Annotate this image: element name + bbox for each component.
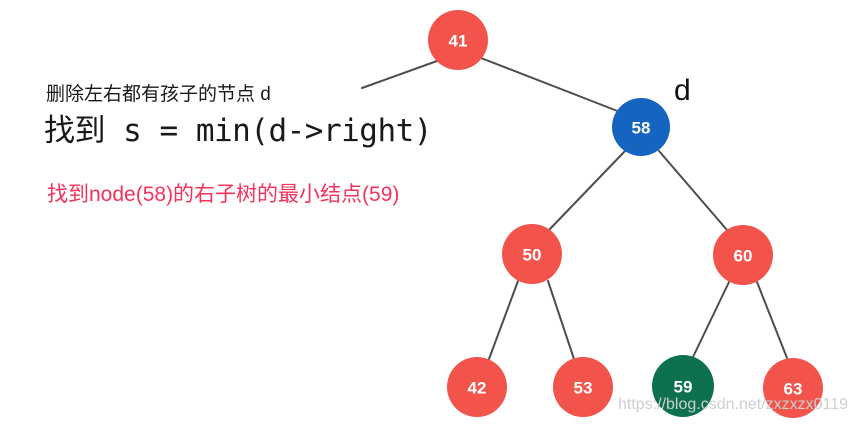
tree-edge-n41-n58 [480, 57, 621, 113]
tree-edge-n58-n50 [548, 150, 626, 231]
node-value-58: 58 [632, 119, 651, 138]
tree-edge-n58-n60 [658, 150, 728, 231]
node-circle-42[interactable] [447, 357, 507, 417]
node-circle-60[interactable] [713, 225, 773, 285]
tree-node-60[interactable]: 60 [713, 225, 773, 285]
tree-edge-n50-n53 [547, 280, 575, 360]
node-circle-59[interactable] [652, 355, 714, 417]
tree-edge-n41-stub-left [361, 60, 438, 89]
tree-edge-n60-n63 [756, 281, 788, 359]
node-value-42: 42 [468, 379, 487, 398]
tree-node-42[interactable]: 42 [447, 357, 507, 417]
tree-node-63[interactable]: 63 [763, 358, 823, 418]
node-circle-41[interactable] [428, 10, 488, 70]
node-value-59: 59 [674, 378, 693, 397]
tree-edge-n50-n42 [488, 280, 519, 360]
node-d-label: d [674, 74, 691, 107]
tree-node-58[interactable]: 58 [612, 98, 670, 156]
tree-node-53[interactable]: 53 [553, 357, 613, 417]
node-value-53: 53 [574, 379, 593, 398]
tree-edge-n60-n59 [692, 281, 730, 358]
tree-node-59[interactable]: 59 [652, 355, 714, 417]
node-value-60: 60 [734, 247, 753, 266]
node-value-41: 41 [449, 32, 468, 51]
node-circle-50[interactable] [502, 224, 562, 284]
annotation-delete-node: 删除左右都有孩子的节点 d [46, 84, 271, 105]
tree-node-50[interactable]: 50 [502, 224, 562, 284]
annotation-min-node-note: 找到node(58)的右子树的最小结点(59) [47, 183, 400, 206]
node-circle-58[interactable] [612, 98, 670, 156]
node-value-63: 63 [784, 380, 803, 399]
node-circle-63[interactable] [763, 358, 823, 418]
node-value-50: 50 [523, 246, 542, 265]
tree-nodes: 41 58 50 60 42 53 59 63 [428, 10, 823, 418]
tree-node-41[interactable]: 41 [428, 10, 488, 70]
annotation-find-successor: 找到 s = min(d->right) [44, 113, 432, 149]
node-circle-53[interactable] [553, 357, 613, 417]
tree-edges [361, 57, 788, 360]
